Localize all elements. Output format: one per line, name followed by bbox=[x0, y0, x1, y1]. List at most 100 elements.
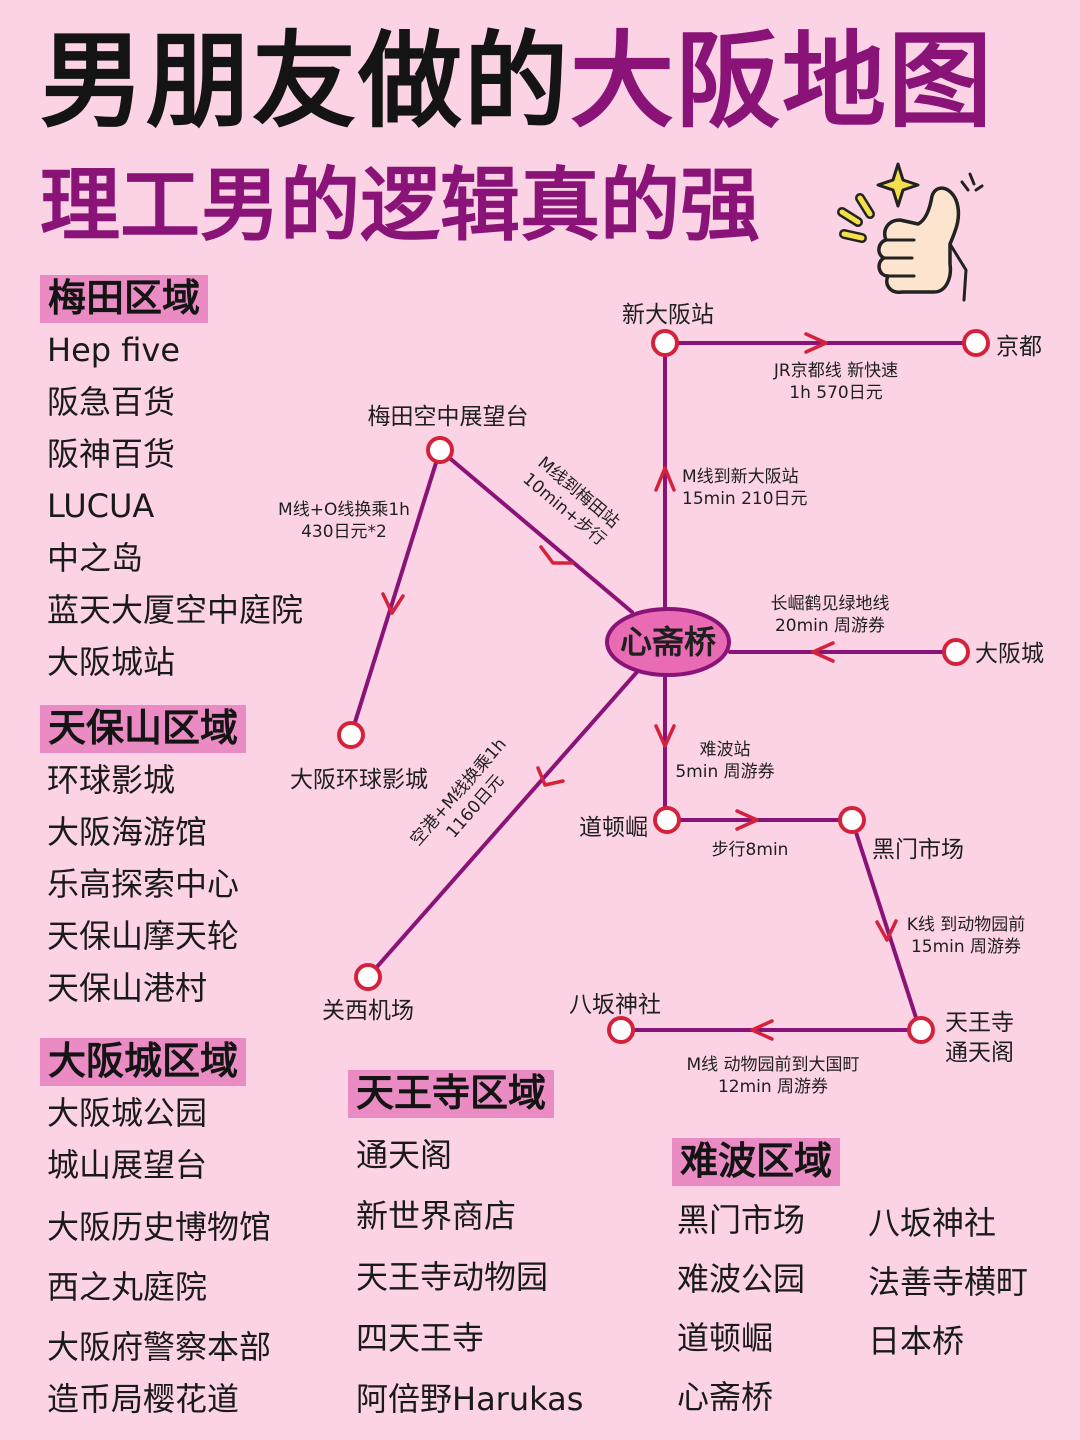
list-item: 八坂神社 bbox=[868, 1204, 997, 1242]
station-dotonbori bbox=[653, 806, 681, 834]
thumbs-up-icon bbox=[837, 162, 984, 302]
route-label: 15min 210日元 bbox=[682, 489, 808, 509]
station-yasaka bbox=[607, 1016, 635, 1044]
list-item: 通天阁 bbox=[356, 1136, 453, 1174]
route-label: 430日元*2 bbox=[301, 522, 387, 542]
route-label: K线 到动物园前 bbox=[907, 915, 1026, 935]
station-tennoji bbox=[907, 1016, 935, 1044]
station-label-tsutenkaku: 通天阁 bbox=[945, 1040, 1014, 1066]
route-label: 长崛鹤见绿地线 bbox=[771, 594, 890, 614]
station-label-usj: 大阪环球影城 bbox=[290, 767, 428, 793]
arrow-icon bbox=[539, 545, 574, 565]
list-item: 黑门市场 bbox=[677, 1201, 806, 1239]
hub-node bbox=[605, 607, 731, 677]
arrow-icon bbox=[654, 724, 676, 748]
arrow-icon bbox=[804, 332, 828, 354]
route-line-usj bbox=[349, 448, 442, 737]
list-item: 城山展望台 bbox=[47, 1146, 208, 1184]
list-item: 环球影城 bbox=[47, 761, 176, 799]
station-kuromon bbox=[838, 806, 866, 834]
route-label: 12min 周游券 bbox=[718, 1077, 828, 1097]
station-umeda-sky bbox=[426, 436, 454, 464]
list-item: 日本桥 bbox=[868, 1322, 965, 1360]
station-kansai-airport bbox=[354, 963, 382, 991]
list-item: 大阪城公园 bbox=[47, 1094, 208, 1132]
hub-label: 心斋桥 bbox=[620, 623, 716, 661]
station-label-osaka-castle: 大阪城 bbox=[975, 641, 1044, 667]
route-line-umeda bbox=[438, 448, 634, 614]
route-label: 5min 周游券 bbox=[675, 762, 774, 782]
list-item: 法善寺横町 bbox=[868, 1263, 1029, 1301]
station-usj bbox=[337, 721, 365, 749]
region-list-tennoji: 通天阁 新世界商店 天王寺动物园 四天王寺 阿倍野Harukas bbox=[356, 1137, 583, 1433]
subtitle: 理工男的逻辑真的强 bbox=[40, 159, 760, 252]
list-item: 阿倍野Harukas bbox=[356, 1380, 584, 1418]
region-title-tempozan: 天保山区域 bbox=[40, 705, 247, 753]
region-list-namba-col2: 八坂神社 法善寺横町 日本桥 bbox=[868, 1205, 1028, 1375]
list-item: 新世界商店 bbox=[356, 1197, 517, 1235]
list-item: 道顿崛 bbox=[677, 1319, 774, 1357]
direction-arrows bbox=[381, 332, 898, 1041]
route-label: 15min 周游券 bbox=[911, 937, 1021, 957]
station-label-kansai-airport: 关西机场 bbox=[322, 998, 414, 1024]
list-item: 蓝天大厦空中庭院 bbox=[47, 591, 304, 629]
arrow-icon bbox=[811, 641, 835, 663]
list-item: 大阪历史博物馆 bbox=[47, 1208, 272, 1246]
station-label-dotonbori: 道顿崛 bbox=[579, 815, 648, 841]
station-label-kyoto: 京都 bbox=[996, 334, 1042, 360]
station-label-shin-osaka: 新大阪站 bbox=[622, 302, 714, 328]
arrow-icon bbox=[735, 809, 759, 831]
arrow-icon bbox=[750, 1019, 774, 1041]
list-item: 天保山摩天轮 bbox=[47, 917, 240, 955]
sparkle-icon bbox=[876, 162, 920, 208]
region-list-osakajo: 大阪城公园 城山展望台 大阪历史博物馆 西之丸庭院 大阪府警察本部 造币局樱花道 bbox=[47, 1095, 271, 1433]
main-title: 男朋友做的大阪地图 bbox=[40, 20, 995, 142]
list-item: 造币局樱花道 bbox=[47, 1380, 240, 1418]
arrow-icon bbox=[875, 919, 898, 942]
region-list-umeda: Hep five 阪急百货 阪神百货 LUCUA 中之岛 蓝天大厦空中庭院 大阪… bbox=[47, 332, 303, 696]
region-title-namba: 难波区域 bbox=[672, 1138, 841, 1186]
region-title-tennoji: 天王寺区域 bbox=[348, 1070, 555, 1118]
arrow-icon bbox=[381, 592, 405, 615]
route-label: 难波站 bbox=[700, 740, 751, 760]
station-label-umeda-sky: 梅田空中展望台 bbox=[368, 404, 529, 430]
route-label: M线 动物园前到大国町 bbox=[686, 1055, 859, 1075]
list-item: LUCUA bbox=[47, 487, 155, 525]
region-title-umeda: 梅田区域 bbox=[40, 275, 209, 323]
route-label: 20min 周游券 bbox=[775, 616, 885, 636]
route-label: JR京都线 新快速 bbox=[773, 361, 898, 381]
route-label: 步行8min bbox=[712, 840, 789, 860]
route-line-k bbox=[850, 818, 922, 1032]
station-kyoto bbox=[962, 329, 990, 357]
region-list-namba-col1: 黑门市场 难波公园 道顿崛 心斋桥 bbox=[677, 1202, 805, 1431]
arrow-icon bbox=[654, 466, 676, 492]
route-label: M线到新大阪站 bbox=[682, 467, 799, 487]
title-part-dark: 男朋友做的 bbox=[40, 20, 571, 142]
list-item: 大阪城站 bbox=[47, 643, 176, 681]
list-item: 阪急百货 bbox=[47, 383, 176, 421]
region-title-osakajo: 大阪城区域 bbox=[40, 1038, 247, 1086]
list-item: 四天王寺 bbox=[356, 1319, 485, 1357]
list-item: 心斋桥 bbox=[677, 1378, 774, 1416]
station-osaka-castle bbox=[942, 638, 970, 666]
station-label-tennoji: 天王寺 bbox=[945, 1010, 1014, 1036]
list-item: 天保山港村 bbox=[47, 969, 208, 1007]
route-line-airport bbox=[366, 670, 639, 979]
list-item: 西之丸庭院 bbox=[47, 1268, 208, 1306]
list-item: 乐高探索中心 bbox=[47, 865, 240, 903]
route-label: 1h 570日元 bbox=[789, 383, 882, 403]
station-label-kuromon: 黑门市场 bbox=[872, 837, 964, 863]
stations bbox=[337, 329, 990, 1044]
list-item: 大阪海游馆 bbox=[47, 813, 208, 851]
list-item: Hep five bbox=[47, 331, 181, 369]
list-item: 中之岛 bbox=[47, 539, 144, 577]
arrow-icon bbox=[536, 766, 565, 787]
list-item: 难波公园 bbox=[677, 1260, 806, 1298]
station-label-yasaka: 八坂神社 bbox=[569, 992, 661, 1018]
region-list-tempozan: 环球影城 大阪海游馆 乐高探索中心 天保山摩天轮 天保山港村 bbox=[47, 762, 239, 1022]
title-part-accent: 大阪地图 bbox=[570, 20, 995, 142]
station-shin-osaka bbox=[651, 329, 679, 357]
list-item: 天王寺动物园 bbox=[356, 1258, 549, 1296]
list-item: 大阪府警察本部 bbox=[47, 1328, 272, 1366]
